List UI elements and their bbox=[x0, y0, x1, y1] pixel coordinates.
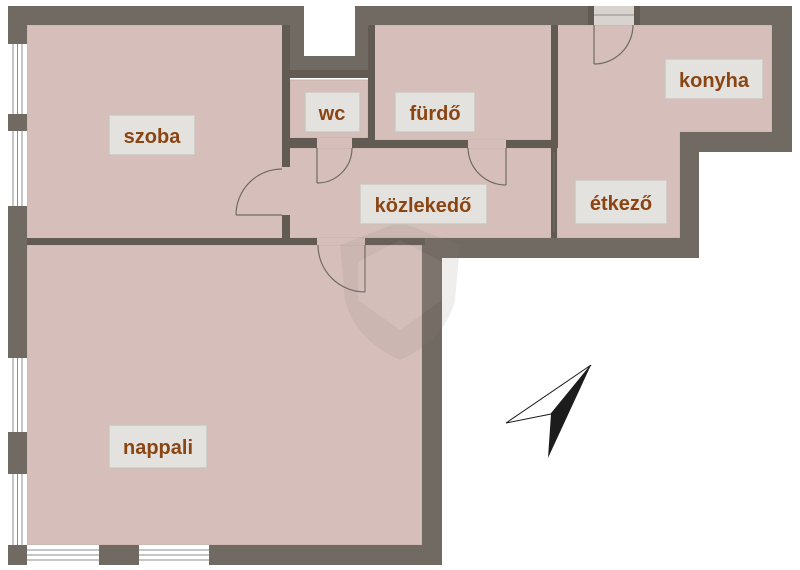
label-nappali-text: nappali bbox=[123, 437, 193, 459]
label-szoba: szoba bbox=[108, 114, 196, 156]
wall-top-szoba bbox=[8, 6, 304, 25]
wall-right-upper bbox=[772, 6, 792, 152]
door-furdo bbox=[467, 140, 507, 186]
wall-furdo-right bbox=[551, 25, 558, 148]
wall-wc-top bbox=[285, 70, 375, 78]
wall-bottom bbox=[8, 545, 442, 565]
wall-szoba-right-top bbox=[282, 25, 290, 167]
wall-wc-bottom-right bbox=[352, 138, 372, 148]
wall-szoba-nappali bbox=[27, 238, 317, 245]
window-kitchen-door-gap bbox=[594, 6, 634, 25]
wall-szoba-right-bottom bbox=[282, 215, 290, 245]
doors bbox=[235, 24, 634, 293]
window-nappali-1 bbox=[8, 358, 27, 432]
north-arrow-icon bbox=[505, 364, 592, 458]
label-konyha: konyha bbox=[664, 58, 764, 100]
wall-kozlekedo-nappali bbox=[365, 238, 425, 245]
label-wc: wc bbox=[304, 91, 361, 133]
wall-bottom-block bbox=[422, 238, 699, 258]
wall-top-konyha bbox=[640, 6, 792, 25]
wall-recess-bottom bbox=[285, 56, 375, 70]
door-kitchen bbox=[593, 24, 634, 65]
window-szoba-2 bbox=[8, 131, 27, 206]
window-szoba-1 bbox=[8, 44, 27, 114]
door-wc bbox=[316, 138, 353, 184]
window-nappali-bottom-1 bbox=[27, 545, 99, 565]
wall-step bbox=[680, 132, 792, 152]
windows bbox=[8, 6, 634, 565]
label-szoba-text: szoba bbox=[124, 126, 182, 148]
label-kozlekedo-text: közlekedő bbox=[375, 195, 472, 217]
window-nappali-bottom-2 bbox=[139, 545, 209, 565]
wall-nappali-right bbox=[422, 238, 442, 565]
label-nappali: nappali bbox=[108, 424, 208, 469]
door-szoba bbox=[235, 167, 290, 216]
label-furdo-text: fürdő bbox=[409, 103, 460, 125]
shield-watermark-icon bbox=[340, 222, 460, 360]
wall-kitchen-door-left bbox=[588, 6, 594, 25]
label-etkezo-text: étkező bbox=[590, 193, 652, 215]
wall-kitchen-door-right bbox=[634, 6, 640, 25]
wall-right-lower bbox=[680, 132, 699, 258]
wall-top-furdo bbox=[355, 6, 588, 25]
wall-wc-bottom-left bbox=[285, 138, 317, 148]
label-konyha-text: konyha bbox=[679, 70, 750, 92]
wall-wc-right bbox=[368, 25, 375, 145]
door-nappali bbox=[317, 238, 366, 293]
wall-furdo-bottom-right bbox=[506, 140, 558, 148]
label-etkezo: étkező bbox=[574, 179, 668, 225]
label-kozlekedo: közlekedő bbox=[359, 183, 488, 225]
room-labels: szoba wc fürdő konyha közlekedő étkező n… bbox=[108, 58, 764, 469]
label-furdo: fürdő bbox=[394, 91, 476, 133]
wall-furdo-bottom-left bbox=[368, 140, 468, 148]
window-nappali-2 bbox=[8, 474, 27, 545]
label-wc-text: wc bbox=[318, 103, 346, 125]
